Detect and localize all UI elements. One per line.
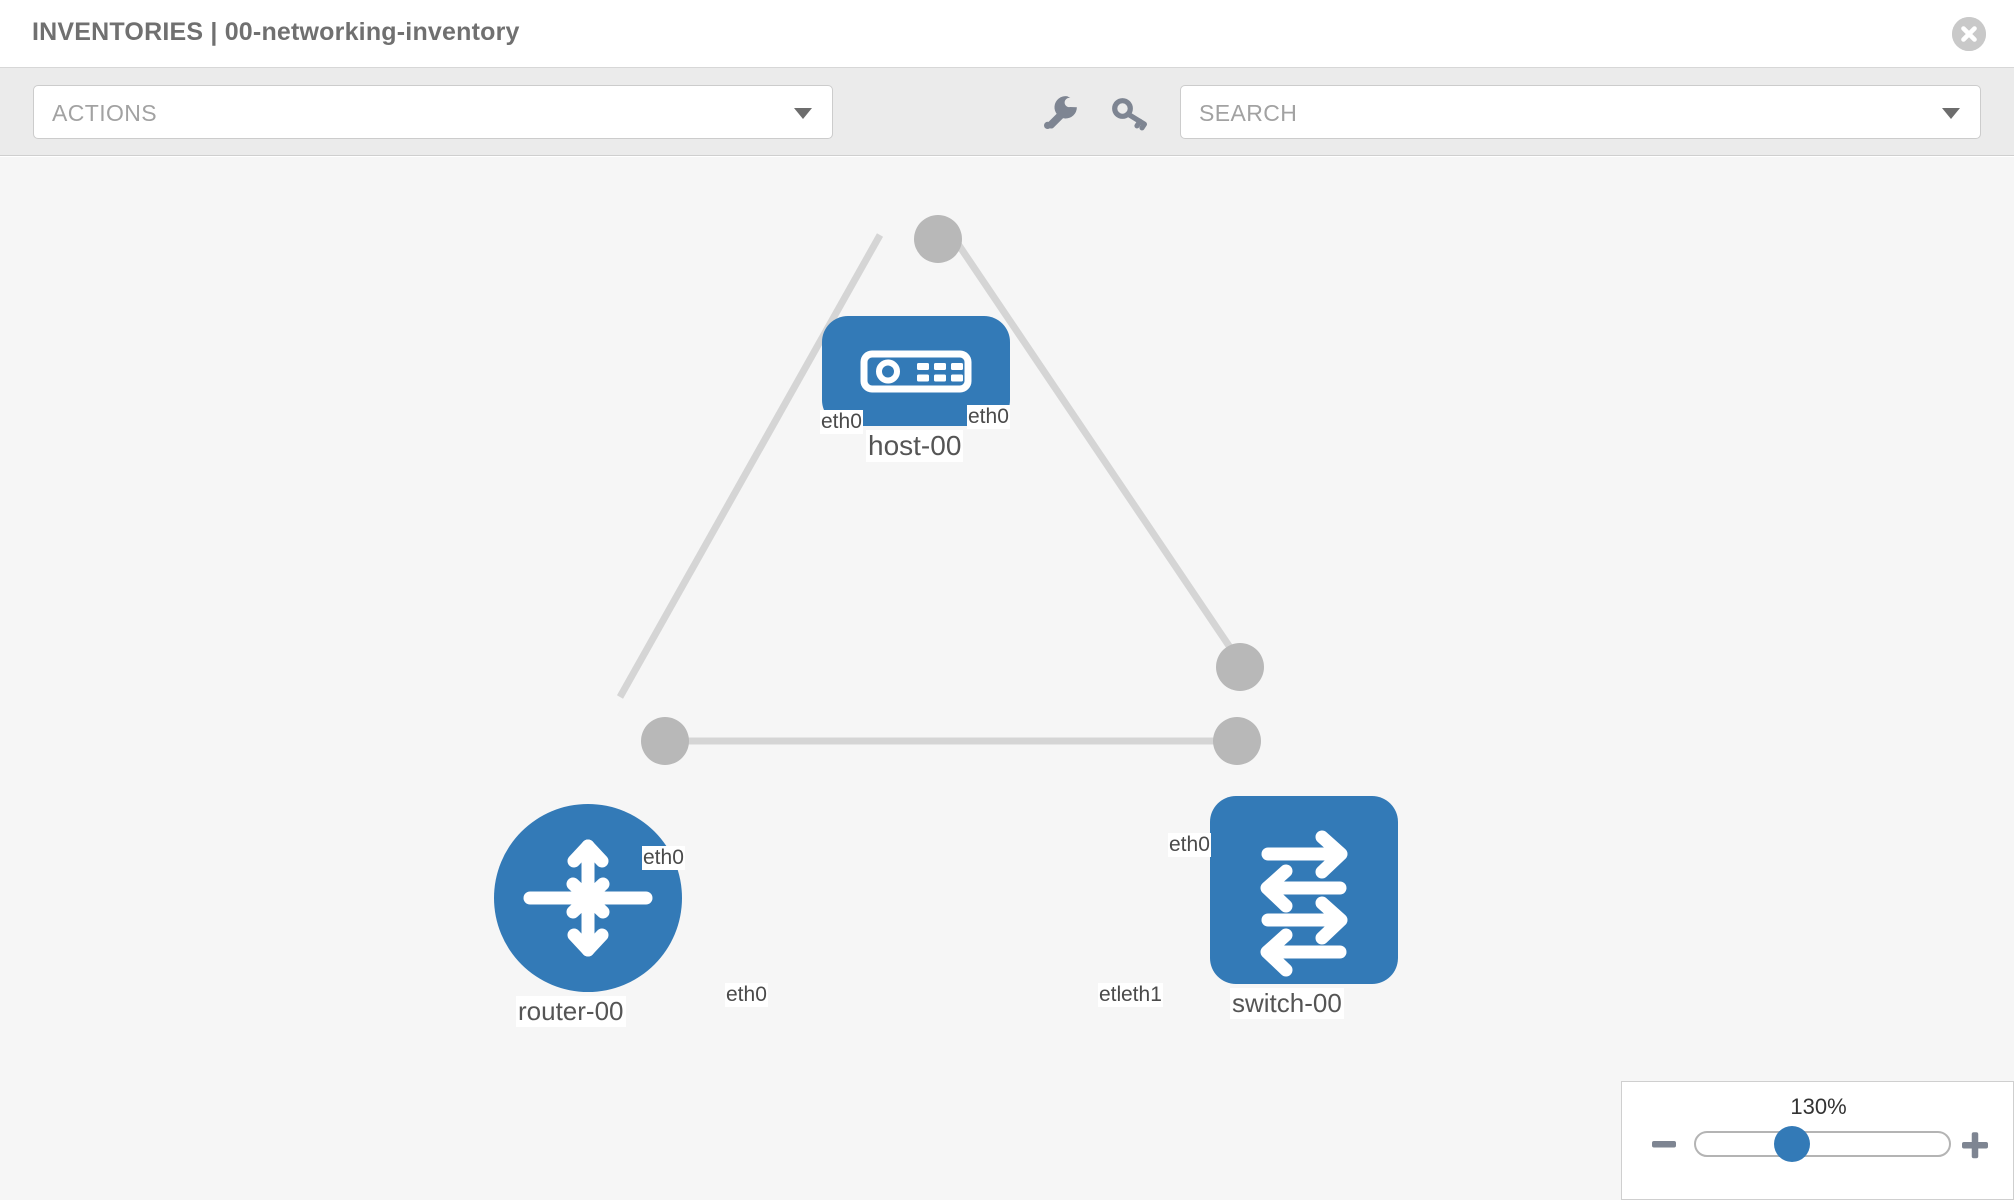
wrench-icon[interactable] [1037, 88, 1085, 136]
iface-label-switch00-eth0-uplink: eth0 [1168, 833, 1211, 857]
endpoint-switch00-eth0 [1216, 643, 1264, 691]
iface-label-router00-eth0: eth0 [725, 983, 768, 1007]
actions-dropdown[interactable]: ACTIONS [33, 85, 833, 139]
node-router-00-label: router-00 [516, 996, 626, 1027]
switch-arrows-icon [1260, 830, 1348, 977]
iface-label-host00-eth0-left: eth0 [820, 410, 863, 434]
title-bar: INVENTORIES | 00-networking-inventory [0, 0, 2014, 68]
chevron-down-icon [794, 108, 812, 119]
node-switch-00-label: switch-00 [1230, 988, 1344, 1019]
iface-label-host00-eth0-right: eth0 [967, 405, 1010, 429]
chevron-down-icon[interactable] [1942, 108, 1960, 119]
node-host-00-label: host-00 [866, 430, 964, 462]
topology-links-layer [616, 215, 1264, 765]
server-icon [860, 350, 972, 393]
router-arrows-icon [523, 839, 653, 957]
iface-label-switch00-eth1: eth1 [1120, 983, 1163, 1007]
link-lines [616, 233, 1253, 745]
topology-canvas[interactable]: host-00 [0, 157, 2014, 1200]
key-icon[interactable] [1105, 88, 1153, 136]
zoom-slider-track[interactable] [1694, 1131, 1951, 1157]
node-switch-00[interactable]: switch-00 [1210, 796, 1398, 1019]
toolbar: ACTIONS SEARC [0, 68, 2014, 156]
link-host00-switch00[interactable] [949, 233, 1253, 679]
close-icon[interactable] [1952, 17, 1986, 51]
link-host00-router00[interactable] [616, 233, 884, 699]
zoom-slider-thumb[interactable] [1774, 1126, 1810, 1162]
search-input[interactable]: SEARCH [1180, 85, 1981, 139]
search-placeholder: SEARCH [1199, 100, 1298, 126]
plus-icon[interactable] [1960, 1130, 1990, 1160]
actions-dropdown-label: ACTIONS [52, 100, 158, 126]
minus-icon[interactable] [1650, 1130, 1678, 1158]
endpoint-switch00-eth1 [1213, 717, 1261, 765]
endpoint-host00-eth0-right [914, 215, 962, 263]
page-title: INVENTORIES | 00-networking-inventory [32, 18, 520, 46]
zoom-control-panel: 130% [1621, 1081, 2014, 1200]
node-host-00[interactable]: host-00 [822, 316, 1010, 462]
link-endpoints [641, 215, 1264, 765]
endpoint-router00-eth0 [641, 717, 689, 765]
zoom-level-value: 130% [1790, 1094, 1847, 1119]
iface-label-router00-eth0-uplink: eth0 [642, 846, 685, 870]
node-router-00[interactable]: router-00 [494, 804, 682, 1027]
